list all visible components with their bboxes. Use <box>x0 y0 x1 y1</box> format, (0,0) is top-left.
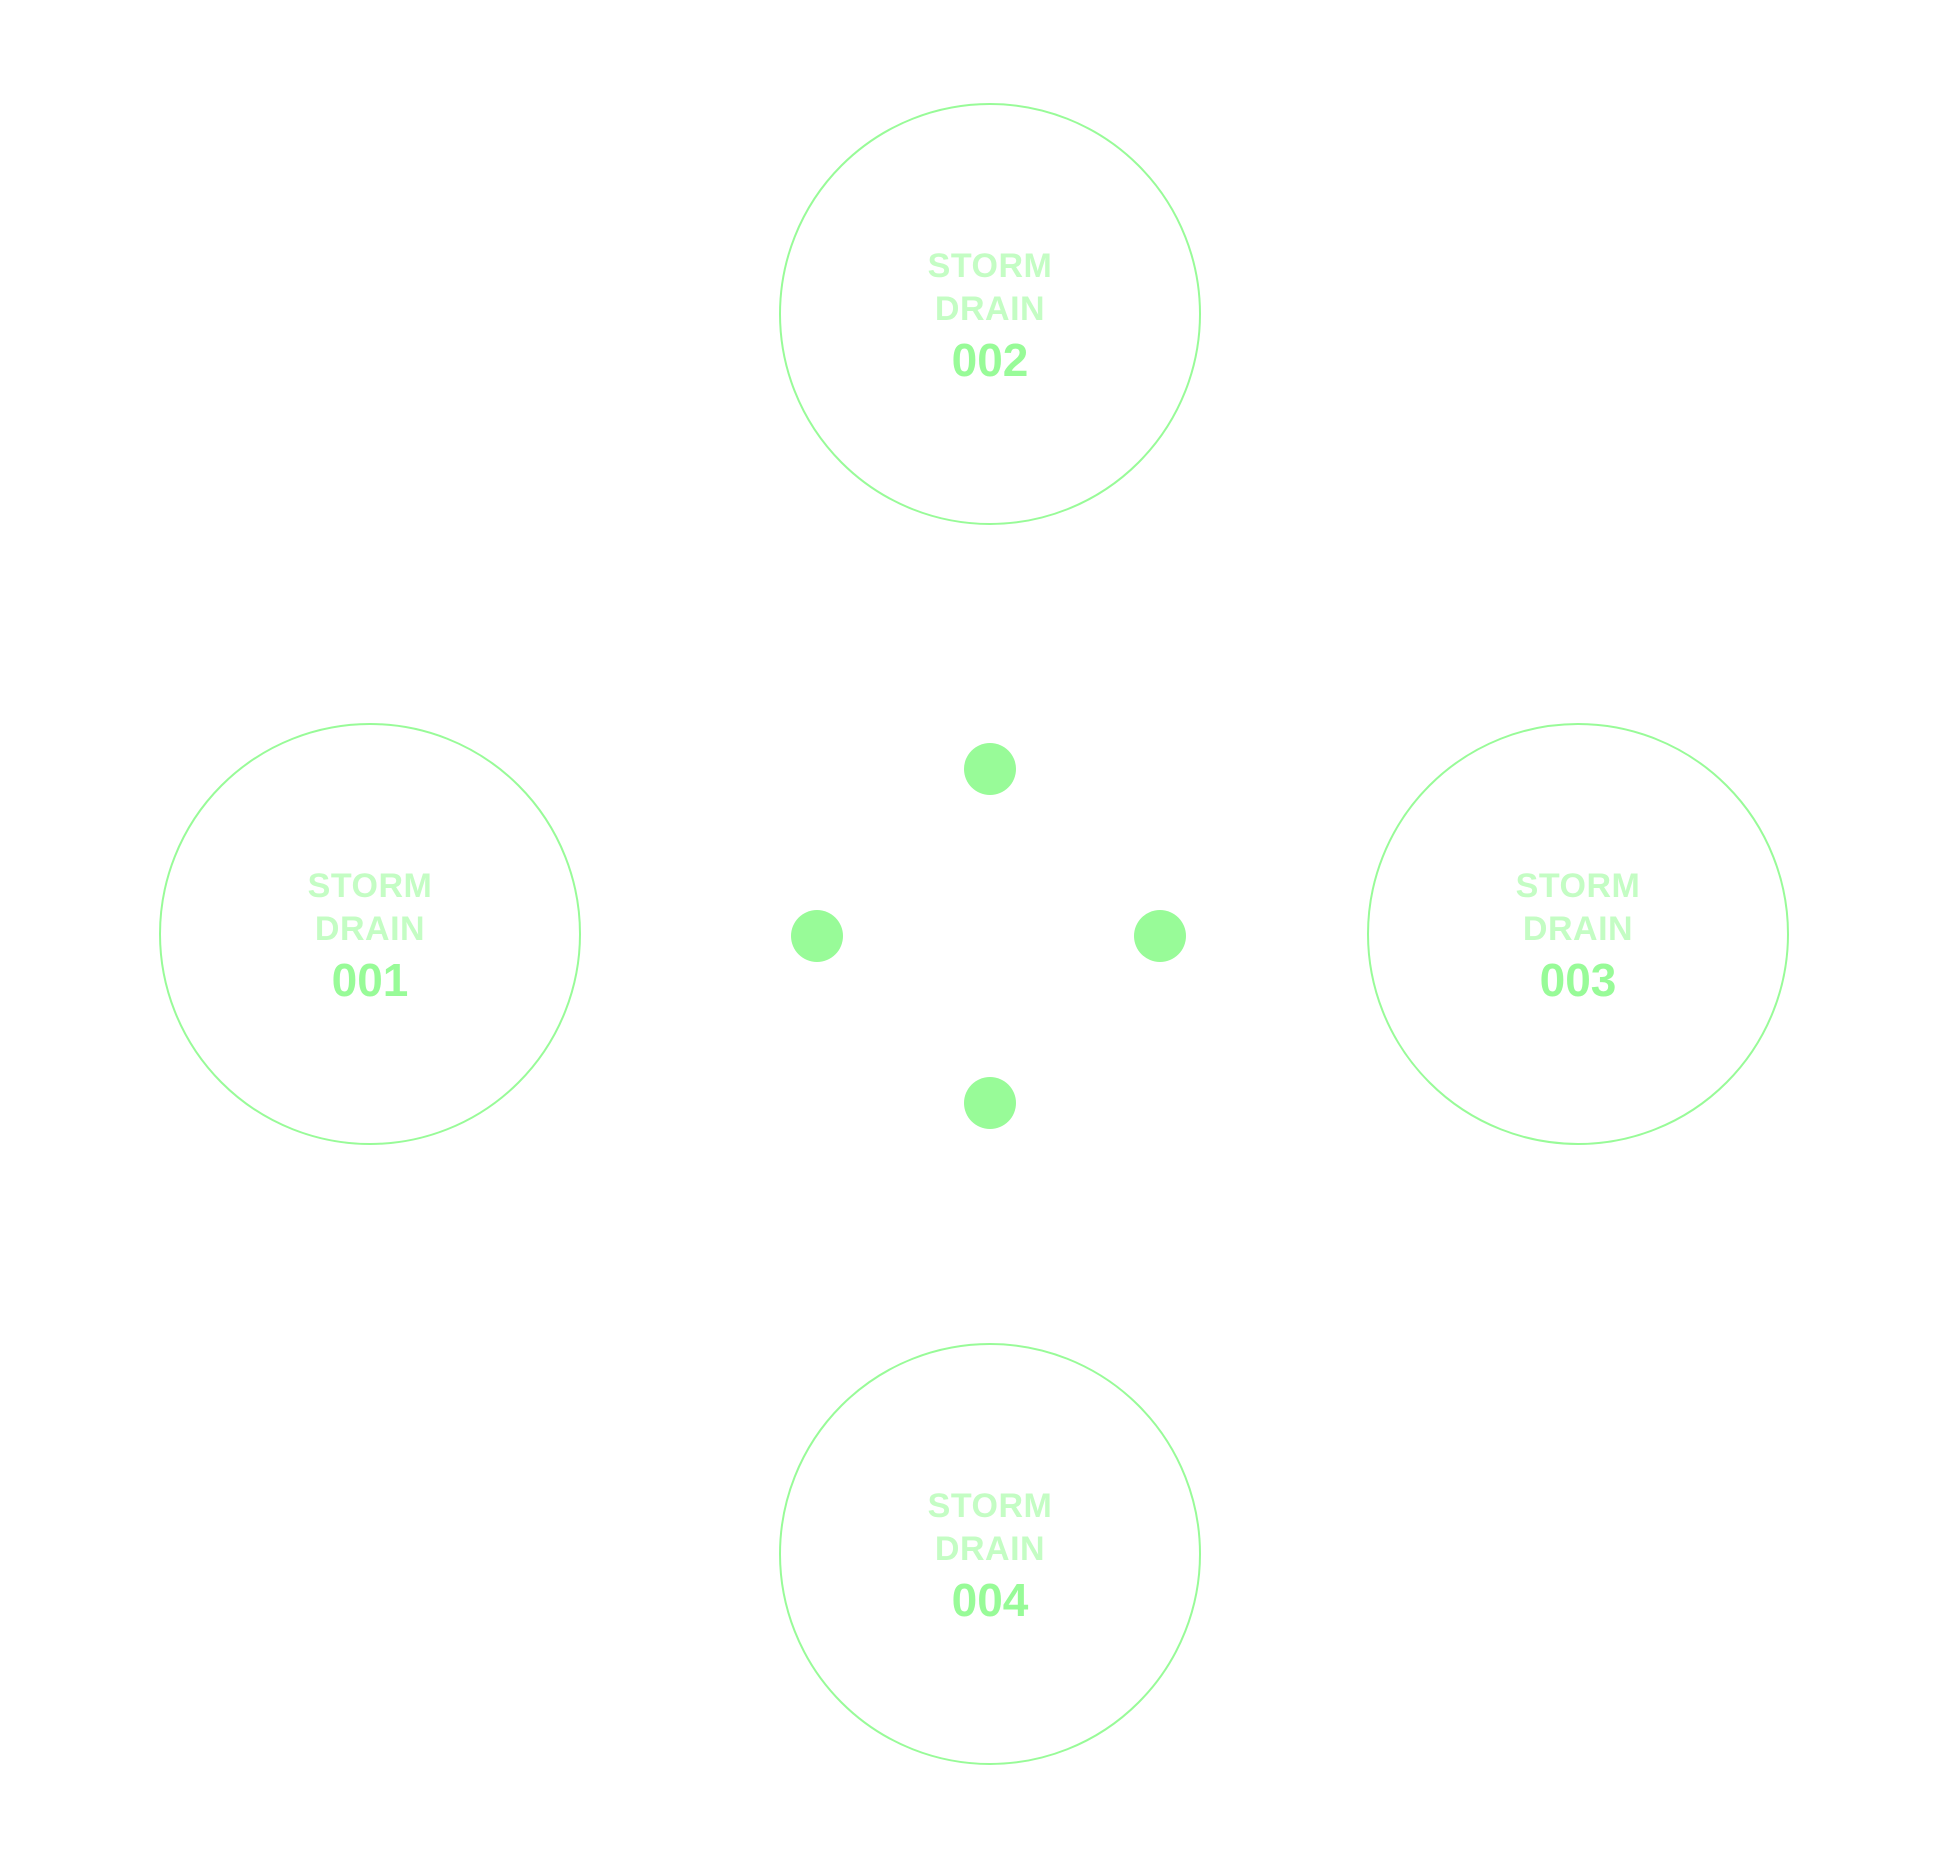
connector-dot-top[interactable] <box>964 743 1016 795</box>
node-text-group: STORM DRAIN 001 <box>308 865 433 1007</box>
node-label-line2: DRAIN <box>934 1530 1046 1568</box>
node-text-group: STORM DRAIN 003 <box>1516 865 1641 1007</box>
node-label-line1: STORM <box>927 1487 1053 1525</box>
node-label-line1: STORM <box>927 247 1053 285</box>
node-label-line1: STORM <box>1515 867 1641 905</box>
connector-dot-right[interactable] <box>1134 910 1186 962</box>
connector-dot-left[interactable] <box>791 910 843 962</box>
node-number: 003 <box>1539 954 1617 1006</box>
node-number: 002 <box>951 334 1029 386</box>
node-label-line1: STORM <box>307 867 433 905</box>
node-label-line2: DRAIN <box>1522 910 1634 948</box>
node-text-group: STORM DRAIN 004 <box>928 1485 1053 1627</box>
node-label-line2: DRAIN <box>314 910 426 948</box>
node-number: 004 <box>951 1574 1029 1626</box>
storm-drain-002-node[interactable]: STORM DRAIN 002 <box>779 103 1201 525</box>
connector-dot-bottom[interactable] <box>964 1077 1016 1129</box>
node-number: 001 <box>331 954 409 1006</box>
storm-drain-003-node[interactable]: STORM DRAIN 003 <box>1367 723 1789 1145</box>
node-label-line2: DRAIN <box>934 290 1046 328</box>
storm-drain-001-node[interactable]: STORM DRAIN 001 <box>159 723 581 1145</box>
node-text-group: STORM DRAIN 002 <box>928 245 1053 387</box>
storm-drain-004-node[interactable]: STORM DRAIN 004 <box>779 1343 1201 1765</box>
